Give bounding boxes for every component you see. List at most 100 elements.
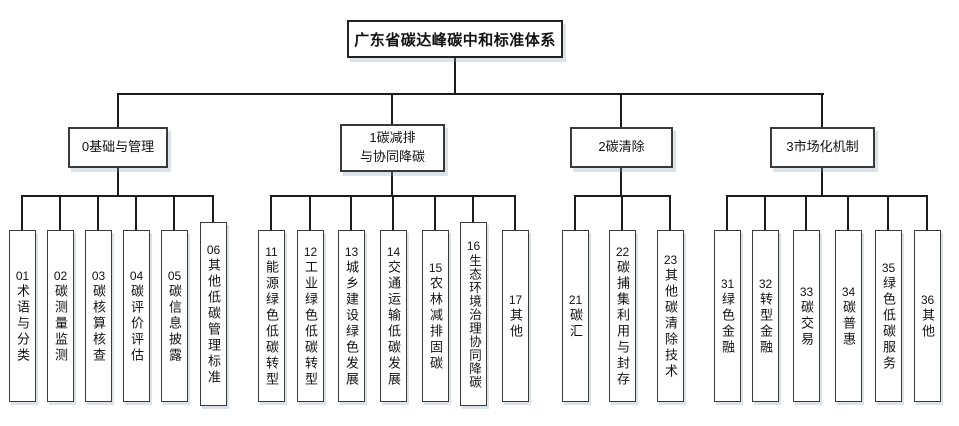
leaf-number: 05	[167, 268, 182, 283]
branch-label: 0基础与管理	[81, 139, 155, 155]
leaf-number: 35	[881, 260, 896, 275]
leaf-label: 工业绿色低碳转型	[303, 259, 318, 388]
leaf-number: 33	[799, 284, 814, 299]
leaf-label: 交通运输低碳发展	[386, 259, 401, 388]
leaf-label: 其他	[508, 307, 523, 340]
connector-drop-leaf-31	[726, 195, 728, 230]
connector-drop-branch-1	[391, 93, 393, 124]
leaf-number: 13	[344, 244, 359, 259]
leaf-box-14: 14 交通运输低碳发展	[380, 230, 407, 402]
branch-box-removal: 2碳清除	[570, 127, 673, 168]
connector-drop-leaf-02	[59, 195, 61, 230]
leaf-number: 04	[129, 268, 144, 283]
leaf-label: 能源绿色低碳转型	[264, 259, 279, 388]
connector-drop-leaf-05	[173, 195, 175, 230]
connector-drop-leaf-12	[309, 195, 311, 230]
connector-drop-leaf-36	[926, 195, 928, 230]
branch-box-market: 3市场化机制	[770, 127, 875, 168]
leaf-label: 转型金融	[758, 291, 773, 356]
connector-trunk	[454, 58, 456, 94]
leaf-box-01: 01 术语与分类	[9, 230, 36, 402]
connector-bus-branch-0	[21, 195, 214, 197]
leaf-label: 碳捕集利用与封存	[615, 259, 630, 388]
connector-bus-branch-3	[726, 195, 928, 197]
leaf-number: 34	[841, 284, 856, 299]
leaf-number: 12	[303, 244, 318, 259]
leaf-box-13: 13 城乡建设绿色发展	[338, 230, 365, 402]
branch-label: 2碳清除	[598, 139, 645, 155]
connector-drop-leaf-06	[212, 195, 214, 222]
leaf-label: 农林减排固碳	[428, 275, 443, 372]
leaf-number: 16	[466, 239, 481, 253]
leaf-number: 17	[508, 292, 523, 307]
connector-drop-leaf-03	[97, 195, 99, 230]
leaf-box-34: 34 碳普惠	[835, 230, 862, 402]
leaf-box-16: 16 生态环境治理协同降碳	[460, 222, 487, 406]
leaf-number: 21	[568, 292, 583, 307]
connector-drop-branch-3	[821, 93, 823, 127]
leaf-label: 碳汇	[568, 307, 583, 340]
leaf-box-17: 17 其他	[502, 230, 529, 402]
leaf-number: 14	[386, 244, 401, 259]
leaf-number: 36	[920, 292, 935, 307]
leaf-box-06: 06 其他低碳管理标准	[200, 222, 227, 406]
branch-box-basics: 0基础与管理	[68, 127, 168, 168]
leaf-label: 碳测量监测	[53, 283, 68, 364]
leaf-number: 06	[206, 242, 221, 257]
leaf-box-35: 35 绿色低碳服务	[875, 230, 902, 402]
connector-drop-leaf-23	[669, 195, 671, 230]
leaf-number: 15	[428, 260, 443, 275]
leaf-number: 02	[53, 268, 68, 283]
leaf-number: 23	[663, 252, 678, 267]
root-title-box: 广东省碳达峰碳中和标准体系	[347, 20, 563, 58]
leaf-label: 碳评价评估	[129, 283, 144, 364]
leaf-box-11: 11 能源绿色低碳转型	[258, 230, 285, 402]
connector-drop-leaf-21	[574, 195, 576, 230]
leaf-label: 生态环境治理协同降碳	[467, 254, 481, 389]
connector-drop-leaf-34	[847, 195, 849, 230]
leaf-label: 其他	[920, 307, 935, 340]
leaf-box-33: 33 碳交易	[793, 230, 820, 402]
leaf-number: 03	[91, 268, 106, 283]
connector-drop-leaf-04	[135, 195, 137, 230]
branch-box-reduction: 1碳减排 与协同降碳	[340, 124, 445, 172]
connector-drop-leaf-01	[21, 195, 23, 230]
leaf-box-04: 04 碳评价评估	[123, 230, 150, 402]
leaf-number: 32	[758, 276, 773, 291]
leaf-box-03: 03 碳核算核查	[85, 230, 112, 402]
leaf-box-15: 15 农林减排固碳	[422, 230, 449, 402]
branch-label: 1碳减排 与协同降碳	[359, 130, 425, 164]
leaf-box-12: 12 工业绿色低碳转型	[297, 230, 324, 402]
root-title: 广东省碳达峰碳中和标准体系	[354, 31, 556, 49]
leaf-label: 碳核算核查	[91, 283, 106, 364]
connector-stem-branch-1	[391, 172, 393, 195]
leaf-number: 01	[15, 268, 30, 283]
connector-drop-leaf-17	[514, 195, 516, 230]
leaf-label: 城乡建设绿色发展	[344, 259, 359, 388]
leaf-number: 31	[720, 276, 735, 291]
leaf-label: 碳普惠	[841, 299, 856, 348]
connector-drop-branch-0	[117, 93, 119, 127]
leaf-box-23: 23 其他碳清除技术	[657, 230, 684, 402]
connector-stem-branch-0	[117, 168, 119, 195]
connector-drop-leaf-33	[805, 195, 807, 230]
connector-drop-branch-2	[620, 93, 622, 127]
branch-label: 3市场化机制	[786, 139, 859, 155]
connector-stem-branch-3	[821, 168, 823, 195]
leaf-label: 绿色金融	[720, 291, 735, 356]
leaf-box-05: 05 碳信息披露	[161, 230, 188, 402]
leaf-label: 碳信息披露	[167, 283, 182, 364]
connector-drop-leaf-35	[887, 195, 889, 230]
leaf-label: 碳交易	[799, 299, 814, 348]
connector-drop-leaf-11	[270, 195, 272, 230]
connector-drop-leaf-13	[350, 195, 352, 230]
connector-drop-leaf-14	[392, 195, 394, 230]
leaf-box-32: 32 转型金融	[752, 230, 779, 402]
leaf-box-36: 36 其他	[914, 230, 941, 402]
connector-stem-branch-2	[620, 168, 622, 195]
connector-drop-leaf-15	[434, 195, 436, 230]
leaf-label: 其他低碳管理标准	[206, 257, 221, 386]
leaf-box-02: 02 碳测量监测	[47, 230, 74, 402]
leaf-number: 11	[265, 244, 278, 259]
connector-drop-leaf-16	[472, 195, 474, 222]
